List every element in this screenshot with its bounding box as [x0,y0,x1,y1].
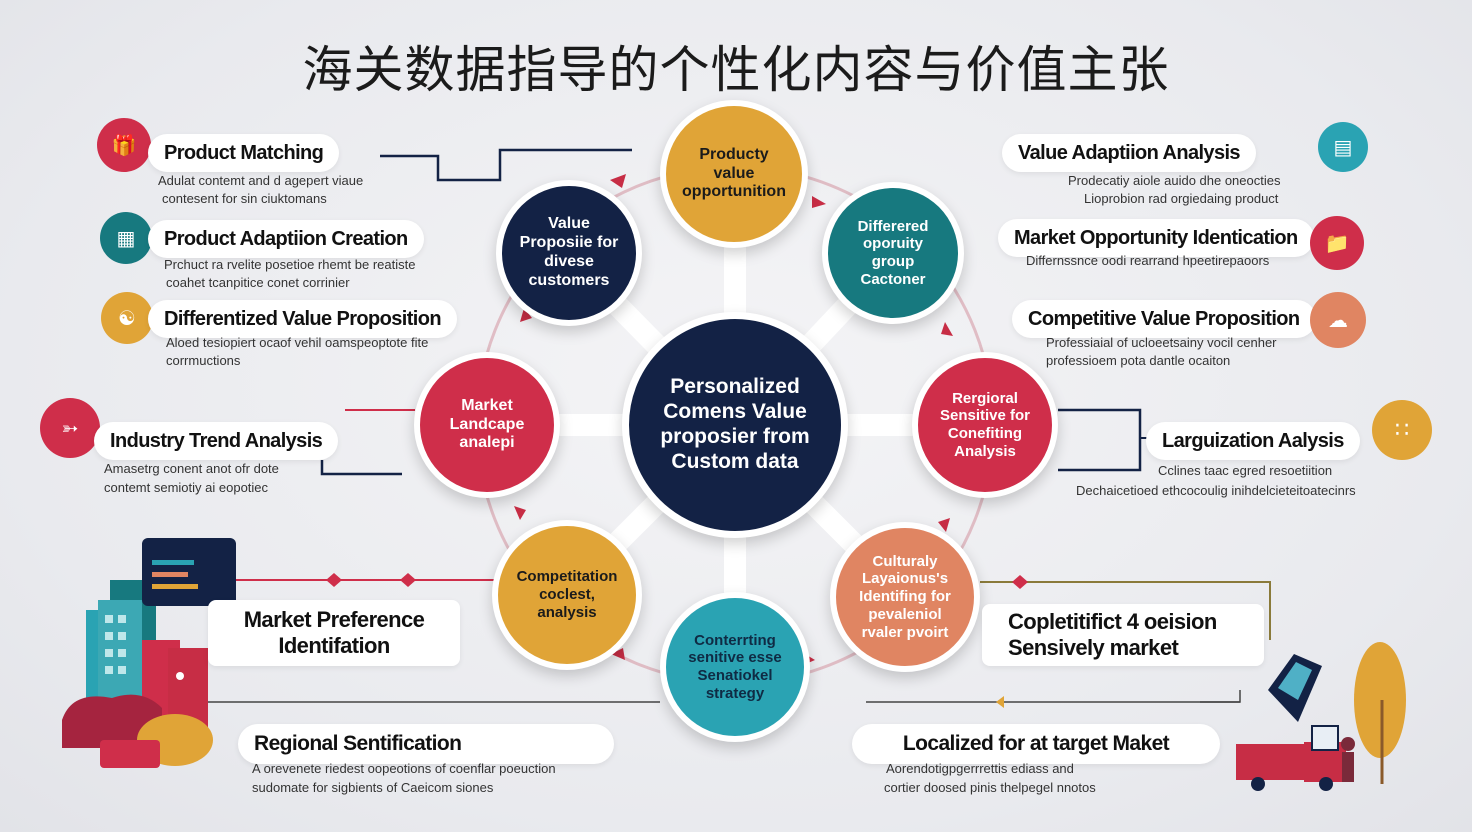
center-hub[interactable]: Personalized Comens Value proposier from… [622,312,848,538]
left-item-desc: Adulat contemt and d agepert viaue [158,173,364,188]
localized-target-market-box[interactable]: Localized for at target Maket [852,724,1220,764]
left-item-product-adaption[interactable]: Product Adaptiion Creation [148,220,424,258]
folder-icon: 📁 [1310,216,1364,270]
handshake-icon: ☯ [101,292,153,344]
right-item-larguization[interactable]: Larguization Aalysis [1146,422,1360,460]
delivery-illustration [1236,642,1406,791]
right-item-desc: Prodecatiy aiole auido dhe oneocties [1068,173,1281,188]
bottom-right-desc: cortier doosed pinis thelpegel nnotos [884,780,1096,795]
right-item-value-adaption[interactable]: Value Adaptiion Analysis [1002,134,1256,172]
left-item-desc: coahet tcanpitice conet corrinier [166,275,350,290]
ring-node-left[interactable]: Market Landcape analepi [414,352,560,498]
gift-icon: 🎁 [97,118,151,172]
left-item-desc: Aloed tesiopiert ocaof vehil oamspeoptot… [166,335,429,350]
market-preference-box[interactable]: Market Preference Identifation [208,600,460,666]
ring-node-lower-right[interactable]: Culturaly Layaionus's Identifing for pev… [830,522,980,672]
cloud-icon: ☁ [1310,292,1366,348]
left-item-desc: Amasetrg conent anot ofr dote [104,461,279,476]
right-item-market-opportunity[interactable]: Market Opportunity Identication [998,219,1314,257]
left-item-desc: contemt semiotiy ai eopotiec [104,480,269,495]
ring-node-bottom[interactable]: Conterrting senitive esse Senatiokel str… [660,592,810,742]
ring-node-right[interactable]: Rergioral Sensitive for Conefiting Analy… [912,352,1058,498]
ring-node-top[interactable]: Producty value opportunition [660,100,808,248]
left-item-differentized-value[interactable]: Differentized Value Proposition [148,300,457,338]
regional-sentification-box[interactable]: Regional Sentification [238,724,614,764]
right-item-desc: Professiaial of ucloeetsainy vocil cenhe… [1046,335,1277,350]
right-item-desc: Lioprobion rad orgiedaing product [1084,191,1279,206]
box-icon: ▦ [100,212,152,264]
dots-icon: ∷ [1372,400,1432,460]
bottom-left-desc: sudomate for sigbients of Caeicom siones [252,780,494,795]
chart-icon: ▤ [1318,122,1368,172]
ring-node-upper-left[interactable]: Value Proposiie for divese customers [496,180,642,326]
ring-node-upper-right[interactable]: Differered oporuity group Cactoner [822,182,964,324]
left-item-product-matching[interactable]: Product Matching [148,134,340,172]
left-item-desc: corrmuctions [166,353,241,368]
right-item-competitive-value[interactable]: Competitive Value Proposition [1012,300,1316,338]
right-item-desc: Cclines taac egred resoetiition [1158,463,1333,478]
trend-icon: ➳ [40,398,100,458]
city-illustration [62,538,236,768]
right-item-desc: Dechaicetioed ethcocoulig inihdelcieteit… [1076,483,1356,498]
bottom-left-desc: A orevenete riedest oopeotions of coenfl… [252,761,556,776]
right-item-desc: professioem pota dantle ocaiton [1046,353,1231,368]
right-item-desc: Differnssnce oodi rearrand hpeetirepaoor… [1026,253,1270,268]
sensively-market-box[interactable]: Copletitifict 4 oeision Sensively market [982,604,1264,666]
page-title: 海关数据指导的个性化内容与价值主张 [302,41,1170,99]
bottom-right-desc: Aorendotigpgerrrettis ediass and [886,761,1074,776]
left-item-desc: Prchuct ra rvelite posetioe rhemt be rea… [164,257,416,272]
ring-node-lower-left[interactable]: Competitation coclest, analysis [492,520,642,670]
left-item-desc: contesent for sin ciuktomans [162,191,327,206]
left-item-industry-trend[interactable]: Industry Trend Analysis [94,422,339,460]
